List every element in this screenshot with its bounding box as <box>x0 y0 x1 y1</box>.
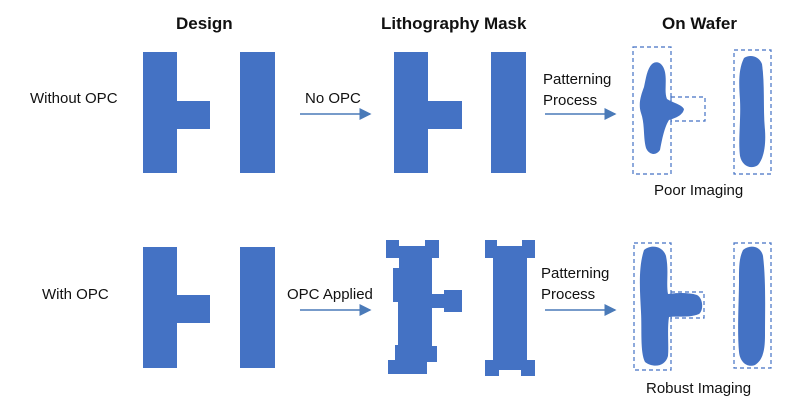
header-design: Design <box>176 14 233 33</box>
wafer-poor-bar <box>739 56 766 168</box>
no-opc-label: No OPC <box>305 90 361 107</box>
row-label-with-opc: With OPC <box>42 286 109 303</box>
wafer-robust-bar <box>738 246 766 366</box>
patterning-process-label-bottom: Patterning Process <box>541 263 609 305</box>
reference-outline-bar <box>733 49 772 175</box>
wafer-poor-t-shape <box>639 62 684 154</box>
wafer-robust-t-shape <box>639 246 703 366</box>
opc-applied-label: OPC Applied <box>287 286 373 303</box>
process-line: Process <box>541 286 596 303</box>
reference-outline-stub <box>670 96 706 122</box>
mask-t-shape <box>394 52 462 173</box>
header-lithography-mask: Lithography Mask <box>381 14 527 33</box>
poor-imaging-caption: Poor Imaging <box>654 182 744 199</box>
mask-opc-t-shape <box>386 240 462 374</box>
patterning-line: Patterning <box>543 71 612 88</box>
patterning-line: Patterning <box>541 265 610 282</box>
mask-bar <box>491 52 526 173</box>
reference-outline-bar-2 <box>733 242 772 369</box>
row-label-without-opc: Without OPC <box>30 90 118 107</box>
patterning-process-label-top: Patterning Process <box>543 69 611 111</box>
robust-imaging-caption: Robust Imaging <box>646 380 752 397</box>
mask-opc-bar <box>485 240 535 376</box>
design-bar-2 <box>240 247 275 368</box>
header-on-wafer: On Wafer <box>662 14 737 33</box>
design-t-shape <box>143 52 210 173</box>
design-t-shape-2 <box>143 247 210 368</box>
process-line: Process <box>543 92 598 109</box>
design-bar <box>240 52 275 173</box>
